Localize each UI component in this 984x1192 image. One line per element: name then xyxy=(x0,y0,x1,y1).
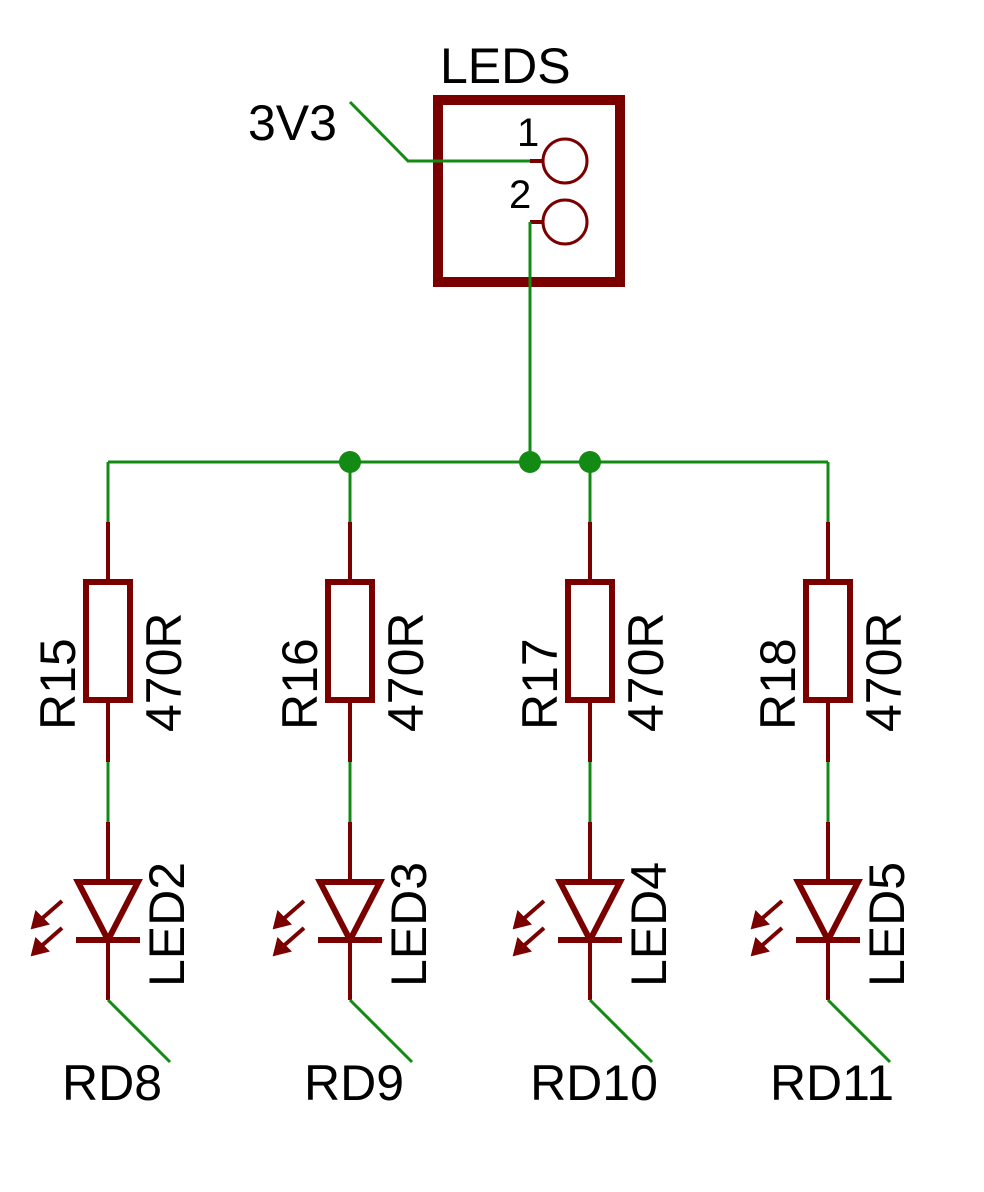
resistor-value: 470R xyxy=(618,612,674,732)
junction-dot xyxy=(519,451,541,473)
resistor-body xyxy=(803,579,853,703)
emission-arrow-icon xyxy=(512,937,532,957)
supply-net: 3V3 xyxy=(248,95,530,163)
connector-name: LEDS xyxy=(440,38,571,94)
common-bus xyxy=(108,222,828,473)
emission-arrow-icon xyxy=(30,937,50,957)
resistor-value: 470R xyxy=(856,612,912,732)
supply-wire xyxy=(348,100,530,163)
led-diode-icon xyxy=(555,879,625,947)
connector-pin-2-pad xyxy=(541,198,589,246)
emission-arrow-icon xyxy=(750,937,770,957)
output-net-label: RD9 xyxy=(304,1055,404,1111)
led-designator: LED3 xyxy=(381,862,437,987)
emission-arrow-icon xyxy=(272,937,292,957)
output-net-wire xyxy=(588,998,654,1064)
resistor-value: 470R xyxy=(378,612,434,732)
led-designator: LED5 xyxy=(859,862,915,987)
resistor-designator: R18 xyxy=(750,638,806,730)
emission-arrow-icon xyxy=(30,910,50,930)
led-diode-icon xyxy=(793,879,863,947)
led-diode-icon xyxy=(315,879,385,947)
resistor-designator: R16 xyxy=(272,638,328,730)
resistor-designator: R15 xyxy=(30,638,86,730)
supply-label: 3V3 xyxy=(248,95,337,151)
resistor-designator: R17 xyxy=(512,638,568,730)
connector-pin-1-pad xyxy=(541,137,589,185)
resistor-body xyxy=(83,579,133,703)
connector-pin-2-label: 2 xyxy=(509,173,531,217)
led-designator: LED2 xyxy=(139,862,195,987)
resistor-value: 470R xyxy=(136,612,192,732)
output-net-wire xyxy=(106,998,172,1064)
emission-arrow-icon xyxy=(512,910,532,930)
output-net-label: RD10 xyxy=(530,1055,658,1111)
output-net-label: RD11 xyxy=(770,1055,894,1111)
output-net-label: RD8 xyxy=(62,1055,162,1111)
output-net-wire xyxy=(348,998,414,1064)
emission-arrow-icon xyxy=(272,910,292,930)
emission-arrow-icon xyxy=(750,910,770,930)
resistor-body xyxy=(565,579,615,703)
output-net-wire xyxy=(826,998,892,1064)
connector-pin-1-label: 1 xyxy=(517,111,539,155)
resistor-body xyxy=(325,579,375,703)
led-diode-icon xyxy=(73,879,143,947)
led-designator: LED4 xyxy=(621,862,677,987)
